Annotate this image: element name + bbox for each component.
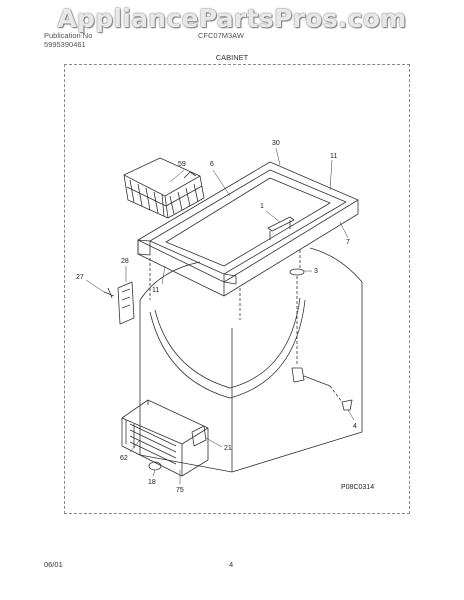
callout-6: 6 (210, 161, 214, 168)
drain-cap (289, 268, 305, 276)
page-number: 4 (229, 560, 234, 569)
callout-7: 7 (346, 239, 350, 246)
hinge (117, 281, 135, 325)
footer-date: 06/01 (44, 560, 63, 569)
thermostat-knob (148, 461, 162, 471)
callout-28: 28 (121, 258, 129, 265)
publication-number: 5995390461 (44, 40, 86, 49)
liner-opening (154, 297, 301, 389)
diagram-frame (64, 64, 410, 514)
section-title: CABINET (215, 53, 249, 62)
publication-label: Publication No (44, 31, 93, 40)
callout-30: 30 (272, 140, 280, 147)
callout-18: 18 (148, 479, 156, 486)
callout-1: 1 (260, 203, 264, 210)
callout-75: 75 (176, 487, 184, 494)
callout-27: 27 (76, 274, 84, 281)
watermark: AppliancePartsPros.com (57, 4, 407, 33)
diagram-code: P08C0314 (341, 484, 375, 491)
drain-plug (341, 399, 353, 411)
callout-11-left: 11 (152, 287, 159, 294)
callout-59: 59 (178, 161, 186, 168)
cabinet-top-right (309, 247, 363, 283)
light-fixture (267, 216, 295, 232)
thermostat (191, 425, 207, 447)
drain-tube (291, 367, 305, 383)
callout-11-top: 11 (330, 153, 337, 160)
callout-62: 62 (120, 455, 128, 462)
basket (123, 157, 201, 197)
callout-3: 3 (314, 268, 318, 275)
breaker-frame-outer (137, 161, 359, 283)
callout-21: 21 (224, 445, 232, 452)
callout-4: 4 (353, 423, 357, 430)
cabinet-body (139, 282, 363, 473)
cabinet-top-left (139, 261, 201, 301)
model-number: CFC07M3AW (198, 31, 244, 40)
